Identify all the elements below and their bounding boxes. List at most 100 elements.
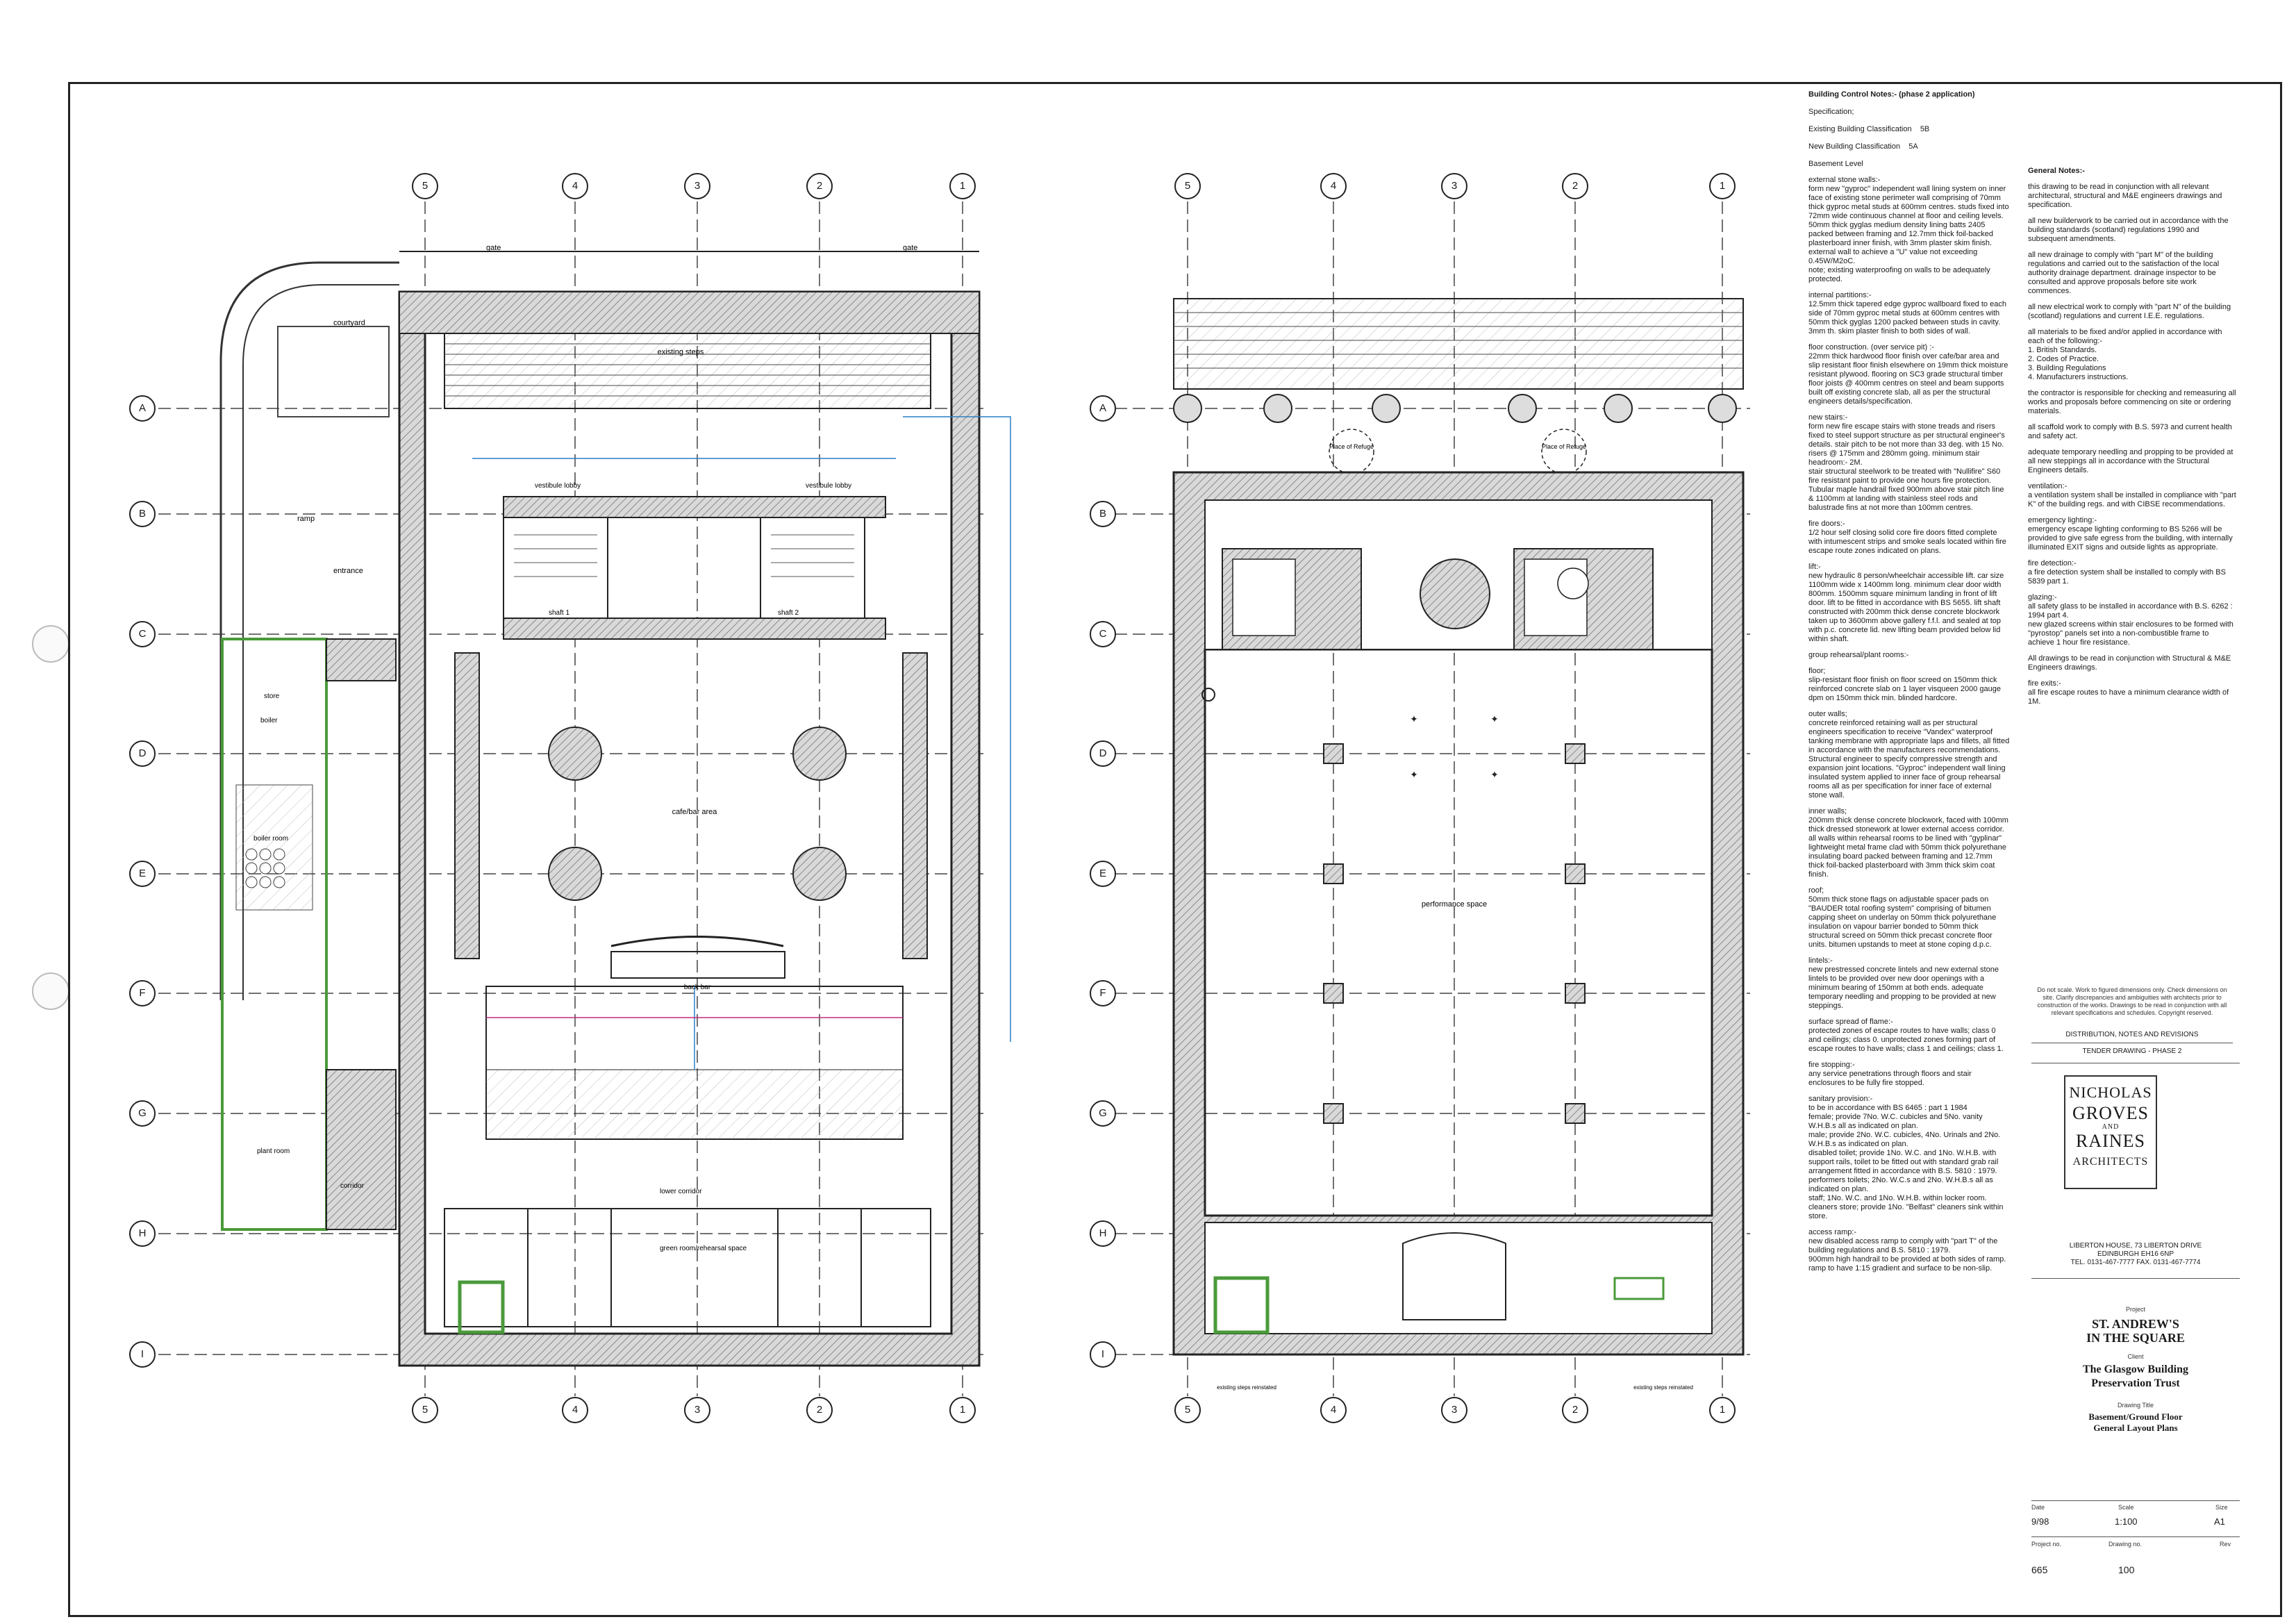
general-note: fire exits:- all fire escape routes to h… bbox=[2028, 679, 2229, 706]
note-title: lintels:- bbox=[1808, 956, 1833, 965]
architects-logo: NICHOLAS GROVES AND RAINES ARCHITECTS bbox=[2064, 1075, 2157, 1189]
note-title: fire stopping:- bbox=[1808, 1061, 1855, 1069]
note-body: form new fire escape stairs with stone t… bbox=[1808, 422, 2005, 512]
general-notes-list: this drawing to be read in conjunction w… bbox=[2028, 183, 2236, 706]
note-body: new prestressed concrete lintels and new… bbox=[1808, 966, 1999, 1010]
basement-label: Basement Level bbox=[1808, 160, 1863, 168]
grid-bubble: 2 bbox=[1562, 173, 1588, 199]
punch-hole bbox=[32, 972, 69, 1010]
plant-room-label: plant room bbox=[257, 1147, 290, 1155]
steps-reinstated-label: existing steps reinstated bbox=[1633, 1384, 1693, 1391]
general-note: all new builderwork to be carried out in… bbox=[2028, 217, 2229, 243]
note-body: 12.5mm thick tapered edge gyproc wallboa… bbox=[1808, 300, 2006, 335]
note-body: 22mm thick hardwood floor finish over ca… bbox=[1808, 352, 2008, 406]
general-note: ventilation:- a ventilation system shall… bbox=[2028, 482, 2236, 508]
grid-bubble: D bbox=[1090, 740, 1116, 767]
grid-bubble: 4 bbox=[562, 1397, 588, 1423]
shaft-label: shaft 1 bbox=[549, 609, 569, 617]
grid-bubble: 1 bbox=[1709, 173, 1736, 199]
grid-bubble: F bbox=[1090, 980, 1116, 1006]
grid-bubble: 2 bbox=[806, 173, 833, 199]
grid-bubble: 4 bbox=[1320, 173, 1347, 199]
notes-header: Building Control Notes:- (phase 2 applic… bbox=[1808, 90, 1975, 99]
note-body: to be in accordance with BS 6465 : part … bbox=[1808, 1104, 2004, 1220]
building-control-notes: Building Control Notes:- (phase 2 applic… bbox=[1808, 90, 2010, 1273]
grid-bubble: 4 bbox=[1320, 1397, 1347, 1423]
grid-bubble: 3 bbox=[684, 173, 710, 199]
grid-bubble: 5 bbox=[412, 1397, 438, 1423]
spec-label: Specification; bbox=[1808, 108, 1854, 116]
grid-bubble: A bbox=[1090, 395, 1116, 422]
size-value: A1 bbox=[2214, 1516, 2225, 1527]
note-title: inner walls; bbox=[1808, 807, 1847, 815]
shaft-label: shaft 2 bbox=[778, 609, 799, 617]
note-title: external stone walls:- bbox=[1808, 176, 1881, 184]
grid-bubble: F bbox=[129, 980, 156, 1006]
general-note: glazing:- all safety glass to be install… bbox=[2028, 593, 2233, 647]
grid-bubble: A bbox=[129, 395, 156, 422]
note-body: concrete reinforced retaining wall as pe… bbox=[1808, 719, 2010, 799]
back-bar-label: back bar bbox=[684, 984, 711, 991]
grid-bubble: G bbox=[1090, 1100, 1116, 1127]
note-title: outer walls; bbox=[1808, 710, 1847, 718]
tender-label: TENDER DRAWING - PHASE 2 bbox=[2082, 1047, 2182, 1055]
general-note: adequate temporary needling and propping… bbox=[2028, 448, 2233, 474]
grid-bubble: 5 bbox=[412, 173, 438, 199]
ground-floor-plan: Place of Refuge Place of Refuge ✦✦ ✦✦ pe… bbox=[1115, 201, 1750, 1396]
grid-bubble: G bbox=[129, 1100, 156, 1127]
svg-text:✦: ✦ bbox=[1410, 713, 1418, 724]
general-note: all scaffold work to comply with B.S. 59… bbox=[2028, 423, 2232, 440]
general-note: All drawings to be read in conjunction w… bbox=[2028, 654, 2231, 672]
grid-bubble: B bbox=[1090, 501, 1116, 527]
grid-bubble: I bbox=[1090, 1341, 1116, 1368]
general-note: this drawing to be read in conjunction w… bbox=[2028, 183, 2222, 209]
boiler-label: boiler bbox=[260, 717, 278, 724]
corridor-label: corridor bbox=[340, 1182, 365, 1190]
general-note: all new drainage to comply with "part M"… bbox=[2028, 251, 2220, 295]
note-title: group rehearsal/plant rooms:- bbox=[1808, 651, 1909, 659]
revisions-header: DISTRIBUTION, NOTES AND REVISIONS bbox=[2031, 1031, 2233, 1043]
note-title: floor; bbox=[1808, 667, 1826, 675]
notes-sections: external stone walls:-form new "gyproc" … bbox=[1808, 176, 2010, 1273]
note-title: roof; bbox=[1808, 886, 1824, 895]
new-class: New Building Classification 5A bbox=[1808, 142, 1918, 151]
courtyard-label: courtyard bbox=[333, 319, 365, 327]
punch-hole bbox=[32, 625, 69, 663]
grid-bubble: 5 bbox=[1174, 1397, 1201, 1423]
general-note: fire detection:- a fire detection system… bbox=[2028, 559, 2226, 586]
drawing-no: 100 bbox=[2118, 1564, 2135, 1575]
gate-label: gate bbox=[903, 244, 917, 252]
note-body: protected zones of escape routes to have… bbox=[1808, 1027, 2004, 1053]
grid-bubble: 2 bbox=[1562, 1397, 1588, 1423]
grid-bubble: 1 bbox=[949, 173, 976, 199]
steps-reinstated-label: existing steps reinstated bbox=[1217, 1384, 1276, 1391]
general-note: all new electrical work to comply with "… bbox=[2028, 303, 2231, 320]
note-body: 50mm thick stone flags on adjustable spa… bbox=[1808, 895, 1997, 949]
note-body: 1/2 hour self closing solid core fire do… bbox=[1808, 529, 2006, 555]
scale-label: Scale bbox=[2118, 1504, 2134, 1511]
general-note: all materials to be fixed and/or applied… bbox=[2028, 328, 2222, 381]
note-body: new hydraulic 8 person/wheelchair access… bbox=[1808, 572, 2004, 643]
boiler-room-label: boiler room bbox=[253, 835, 288, 843]
note-title: new stairs:- bbox=[1808, 413, 1848, 422]
grid-bubble: E bbox=[129, 861, 156, 887]
grid-bubble: 5 bbox=[1174, 173, 1201, 199]
scale-value: 1:100 bbox=[2115, 1516, 2138, 1527]
grid-bubble: H bbox=[1090, 1220, 1116, 1247]
refuge-label: Place of Refuge bbox=[1542, 443, 1586, 450]
client-label: Client bbox=[2127, 1353, 2144, 1360]
lower-corridor-label: lower corridor bbox=[660, 1188, 702, 1195]
date-label: Date bbox=[2031, 1504, 2045, 1511]
store-label: store bbox=[264, 693, 280, 700]
note-body: slip-resistant floor finish on floor scr… bbox=[1808, 676, 2002, 702]
drawing-sheet bbox=[68, 82, 2282, 1617]
project-label: Project bbox=[2125, 1306, 2145, 1313]
drawing-no-label: Drawing no. bbox=[2108, 1541, 2143, 1548]
drawing-title-label: Drawing Title bbox=[2117, 1402, 2154, 1409]
rev-label: Rev bbox=[2220, 1541, 2231, 1548]
note-body: any service penetrations through floors … bbox=[1808, 1070, 1972, 1087]
note-body: form new "gyproc" independent wall linin… bbox=[1808, 185, 2009, 283]
vestibule-label: vestibule lobby bbox=[806, 482, 851, 490]
svg-text:✦: ✦ bbox=[1490, 713, 1499, 724]
